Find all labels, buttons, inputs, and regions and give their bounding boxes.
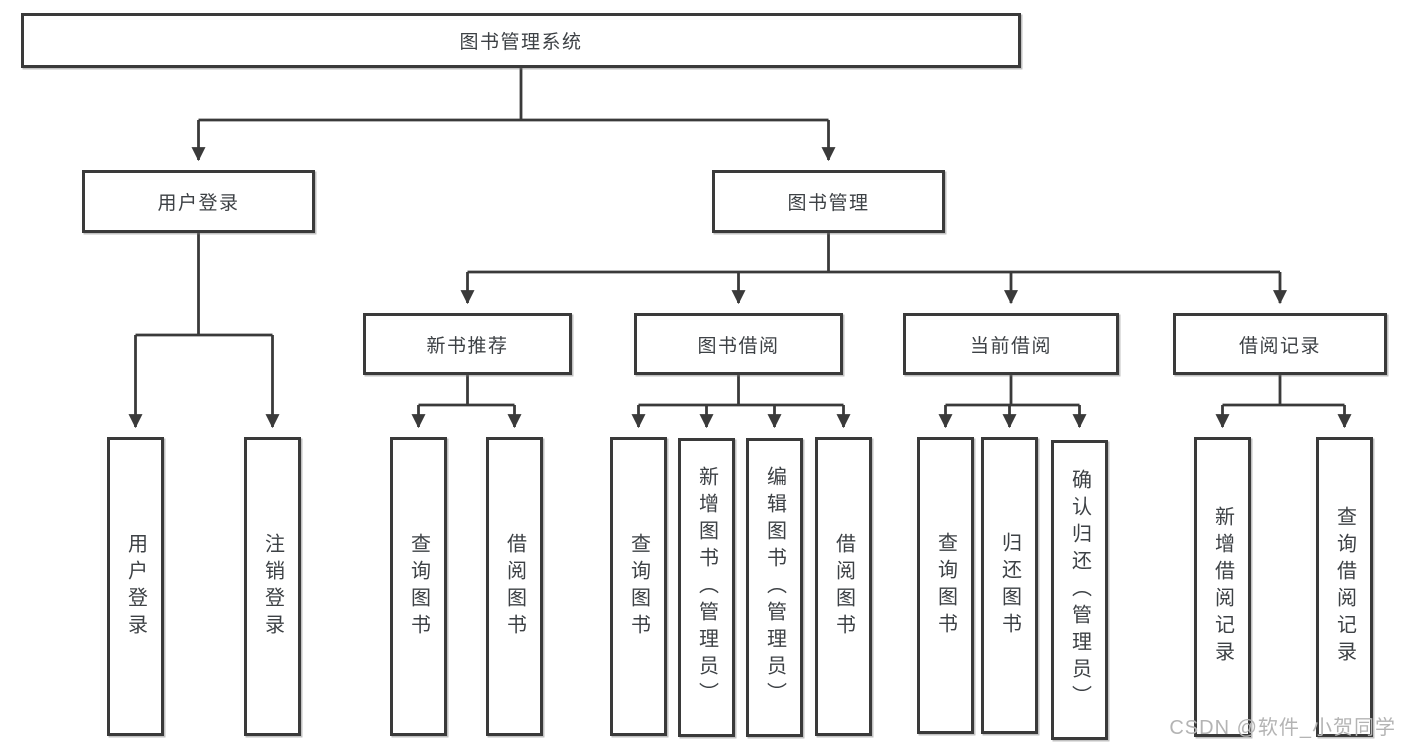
leaf-edit-books-admin: 编辑图书（管理员） xyxy=(746,438,803,737)
node-label: 用户登录 xyxy=(124,532,147,641)
node-label: 新书推荐 xyxy=(426,335,509,357)
node-label: 借阅记录 xyxy=(1238,335,1321,357)
node-book-management: 图书管理 xyxy=(712,170,945,233)
node-label: 归还图书 xyxy=(998,531,1021,640)
leaf-query-books-current: 查询图书 xyxy=(917,437,974,734)
node-label: 用户登录 xyxy=(157,193,240,214)
node-current-borrowing: 当前借阅 xyxy=(903,313,1119,375)
node-label: 确认归还（管理员） xyxy=(1068,468,1091,712)
node-label: 查询图书 xyxy=(407,532,430,641)
node-label: 借阅图书 xyxy=(503,532,526,641)
node-label: 查询图书 xyxy=(934,531,957,640)
leaf-add-books-admin: 新增图书（管理员） xyxy=(678,438,735,737)
node-label: 新增借阅记录 xyxy=(1211,506,1234,668)
leaf-user-login: 用户登录 xyxy=(107,437,164,736)
leaf-query-borrow-record: 查询借阅记录 xyxy=(1316,437,1373,737)
csdn-watermark: CSDN @软件_小贺同学 xyxy=(1169,717,1396,739)
node-user-login-branch: 用户登录 xyxy=(82,170,315,233)
leaf-query-books-recommend: 查询图书 xyxy=(390,437,447,736)
node-label: 图书借阅 xyxy=(697,335,780,357)
node-new-book-recommend: 新书推荐 xyxy=(363,313,572,375)
node-root-library-system: 图书管理系统 xyxy=(21,13,1021,68)
leaf-borrow-books: 借阅图书 xyxy=(815,437,872,736)
leaf-confirm-return-admin: 确认归还（管理员） xyxy=(1051,440,1108,740)
node-label: 查询图书 xyxy=(627,532,650,641)
leaf-add-borrow-record: 新增借阅记录 xyxy=(1194,437,1251,737)
node-label: 注销登录 xyxy=(261,532,284,641)
node-label: 当前借阅 xyxy=(969,335,1052,357)
leaf-query-books-borrowing: 查询图书 xyxy=(610,437,667,736)
node-label: 查询借阅记录 xyxy=(1333,506,1356,668)
node-borrowing-records: 借阅记录 xyxy=(1173,313,1387,375)
leaf-logout: 注销登录 xyxy=(244,437,301,736)
leaf-borrow-books-recommend: 借阅图书 xyxy=(486,437,543,736)
node-label: 借阅图书 xyxy=(832,532,855,641)
node-book-borrowing: 图书借阅 xyxy=(634,313,843,375)
node-label: 新增图书（管理员） xyxy=(695,466,718,709)
node-label: 编辑图书（管理员） xyxy=(763,466,786,709)
leaf-return-books: 归还图书 xyxy=(981,437,1038,734)
node-label: 图书管理系统 xyxy=(459,32,583,53)
node-label: 图书管理 xyxy=(787,193,870,214)
